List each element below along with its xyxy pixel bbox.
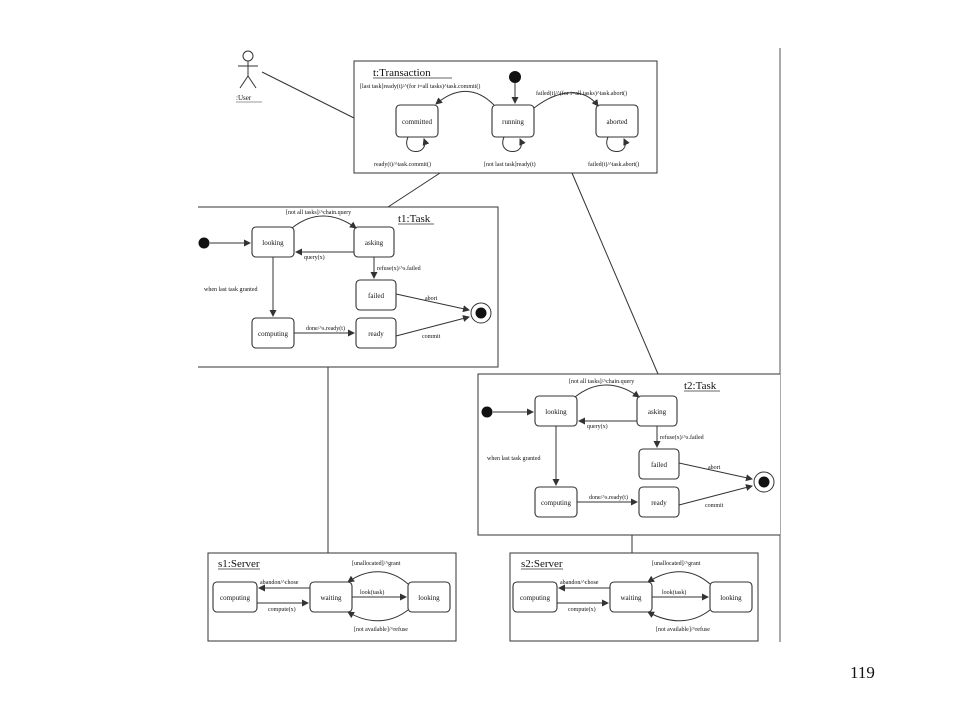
label-ready-to-end: commit xyxy=(422,334,441,340)
state-aborted-label: aborted xyxy=(607,118,628,126)
state-waiting-label: waiting xyxy=(621,594,642,602)
server1-title: s1:Server xyxy=(218,558,260,570)
stick-figure-icon xyxy=(238,50,258,89)
state-ready xyxy=(355,317,397,349)
label-looking-to-computing: when last task granted xyxy=(204,287,257,293)
label-to-aborted: failed(t)/^(for i=all tasks)^task.abort(… xyxy=(536,90,627,97)
label-look: look(task) xyxy=(662,589,686,596)
state-looking-label: looking xyxy=(720,594,742,602)
state-computing-label: computing xyxy=(520,594,550,602)
state-ready-label: ready xyxy=(651,499,667,507)
transaction-panel: t:Transaction committed running aborted … xyxy=(353,60,658,174)
state-waiting-label: waiting xyxy=(321,594,342,602)
initial-state xyxy=(481,406,493,418)
final-state xyxy=(753,471,775,493)
label-to-waiting: compute(x) xyxy=(268,606,296,613)
state-failed xyxy=(355,279,397,311)
state-aborted xyxy=(595,104,639,138)
task1-panel: t1:Task looking asking failed computing … xyxy=(198,206,499,368)
state-failed-label: failed xyxy=(368,292,384,300)
task2-panel: t2:Task looking asking failed computing … xyxy=(477,373,780,536)
state-failed-label: failed xyxy=(651,461,667,469)
label-to-waiting: compute(x) xyxy=(568,606,596,613)
label-looking-to-asking: [not all tasks]/^chain.query xyxy=(286,210,351,216)
label-look: look(task) xyxy=(360,589,384,596)
state-running xyxy=(491,104,535,138)
label-ready-to-end: commit xyxy=(705,503,724,509)
state-running-label: running xyxy=(502,118,524,126)
user-transaction-link xyxy=(261,71,355,119)
label-asking-to-failed: refuse(x)/^s.failed xyxy=(377,265,421,272)
state-looking-label: looking xyxy=(418,594,440,602)
actor-label: :User xyxy=(236,94,252,102)
state-computing-label: computing xyxy=(541,499,571,507)
state-computing xyxy=(512,581,558,613)
initial-state xyxy=(509,71,521,83)
label-self-running: [not last task]ready(t) xyxy=(484,161,536,168)
label-computing-to-ready: done/^s.ready(t) xyxy=(306,325,345,332)
label-grant: [unallocated]/^grant xyxy=(652,561,701,567)
transaction-task1-link xyxy=(387,172,441,208)
state-looking xyxy=(709,581,753,613)
task1-title: t1:Task xyxy=(398,213,431,225)
state-failed xyxy=(638,448,680,480)
state-ready-label: ready xyxy=(368,330,384,338)
task2-title: t2:Task xyxy=(684,380,717,392)
label-to-computing: abandon/^chose xyxy=(260,580,299,586)
label-looking-to-asking: [not all tasks]/^chain.query xyxy=(569,379,634,385)
label-asking-to-looking: query(x) xyxy=(587,423,608,430)
label-refuse: [not available]/^refuse xyxy=(656,626,710,633)
state-asking-label: asking xyxy=(365,239,384,247)
final-state xyxy=(470,302,492,324)
object-links xyxy=(261,71,659,553)
state-committed-label: committed xyxy=(402,118,432,126)
initial-state xyxy=(198,237,210,249)
state-computing xyxy=(212,581,258,613)
state-looking-label: looking xyxy=(545,408,567,416)
label-looking-to-computing: when last task granted xyxy=(487,456,540,462)
state-looking-label: looking xyxy=(262,239,284,247)
user-actor: :User xyxy=(236,50,262,103)
state-computing-label: computing xyxy=(258,330,288,338)
label-refuse: [not available]/^refuse xyxy=(354,626,408,633)
state-ready xyxy=(638,486,680,518)
page-number: 119 xyxy=(850,663,875,682)
transaction-task2-link xyxy=(571,172,659,375)
state-computing-label: computing xyxy=(220,594,250,602)
label-grant: [unallocated]/^grant xyxy=(352,561,401,567)
server1-panel: s1:Server computing waiting looking aban… xyxy=(207,552,457,642)
state-looking xyxy=(407,581,451,613)
state-committed xyxy=(395,104,439,138)
label-to-computing: abandon/^chose xyxy=(560,580,599,586)
label-self-aborted: failed(t)/^task.abort() xyxy=(588,161,639,168)
label-failed-to-end: abort xyxy=(708,465,721,471)
label-failed-to-end: abort xyxy=(425,296,438,302)
label-computing-to-ready: done/^s.ready(t) xyxy=(589,494,628,501)
state-asking-label: asking xyxy=(648,408,667,416)
server2-panel: s2:Server computing waiting looking aban… xyxy=(509,552,759,642)
label-self-committed: ready(t)/^task.commit() xyxy=(374,161,431,168)
label-asking-to-failed: refuse(x)/^s.failed xyxy=(660,434,704,441)
label-asking-to-looking: query(x) xyxy=(304,254,325,261)
label-to-committed: [last task]ready(t)/^(for i=all tasks)^t… xyxy=(360,83,480,90)
transaction-title: t:Transaction xyxy=(373,67,431,79)
server2-title: s2:Server xyxy=(521,558,563,570)
